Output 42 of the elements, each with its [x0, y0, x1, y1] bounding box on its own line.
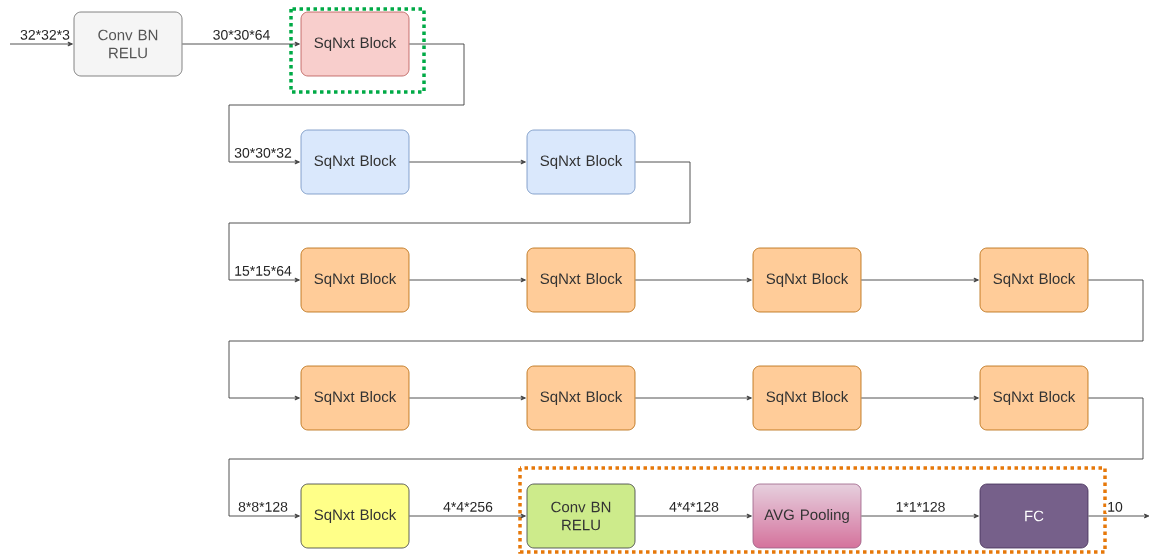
block-box: SqNxt Block	[752, 365, 862, 431]
edge-label: 10	[1108, 501, 1123, 512]
block-box: SqNxt Block	[300, 365, 410, 431]
edge-label: 15*15*64	[235, 265, 292, 276]
arrow	[408, 395, 526, 401]
block-box: SqNxt Block	[300, 129, 410, 195]
arrow	[228, 43, 465, 165]
edge-label: 1*1*128	[896, 501, 945, 512]
arrow	[860, 513, 979, 519]
block-box: SqNxt Block	[979, 365, 1089, 431]
arrow	[228, 279, 1144, 401]
arrow	[634, 513, 752, 519]
block-box: SqNxt Block	[526, 129, 636, 195]
arrow	[408, 277, 526, 283]
layer-box: Conv BN RELU	[73, 11, 183, 77]
block-box: SqNxt Block	[300, 247, 410, 313]
arrow	[408, 159, 526, 165]
arrow	[228, 397, 1144, 519]
arrow	[181, 41, 300, 47]
arrow	[860, 395, 979, 401]
pooling-box: AVG Pooling	[752, 483, 862, 549]
fc-box: FC	[979, 483, 1089, 549]
arrow	[634, 277, 752, 283]
edge-label: 8*8*128	[238, 501, 288, 512]
arrow	[9, 41, 73, 47]
arrow	[634, 395, 752, 401]
edge-label: 4*4*256	[443, 501, 493, 512]
layer-box: Conv BN RELU	[526, 483, 636, 549]
edge-label: 32*32*3	[20, 29, 70, 40]
block-box: SqNxt Block	[979, 247, 1089, 313]
block-box: SqNxt Block	[526, 247, 636, 313]
block-box: SqNxt Block	[752, 247, 862, 313]
block-box: SqNxt Block	[300, 11, 410, 77]
block-box: SqNxt Block	[526, 365, 636, 431]
arrow	[408, 513, 526, 519]
arrow	[1087, 513, 1150, 519]
arrow	[860, 277, 979, 283]
block-box: SqNxt Block	[300, 483, 410, 549]
edge-label: 30*30*64	[213, 29, 270, 40]
edge-label: 4*4*128	[669, 501, 719, 512]
arrow	[228, 161, 691, 283]
edge-label: 30*30*32	[234, 147, 292, 158]
